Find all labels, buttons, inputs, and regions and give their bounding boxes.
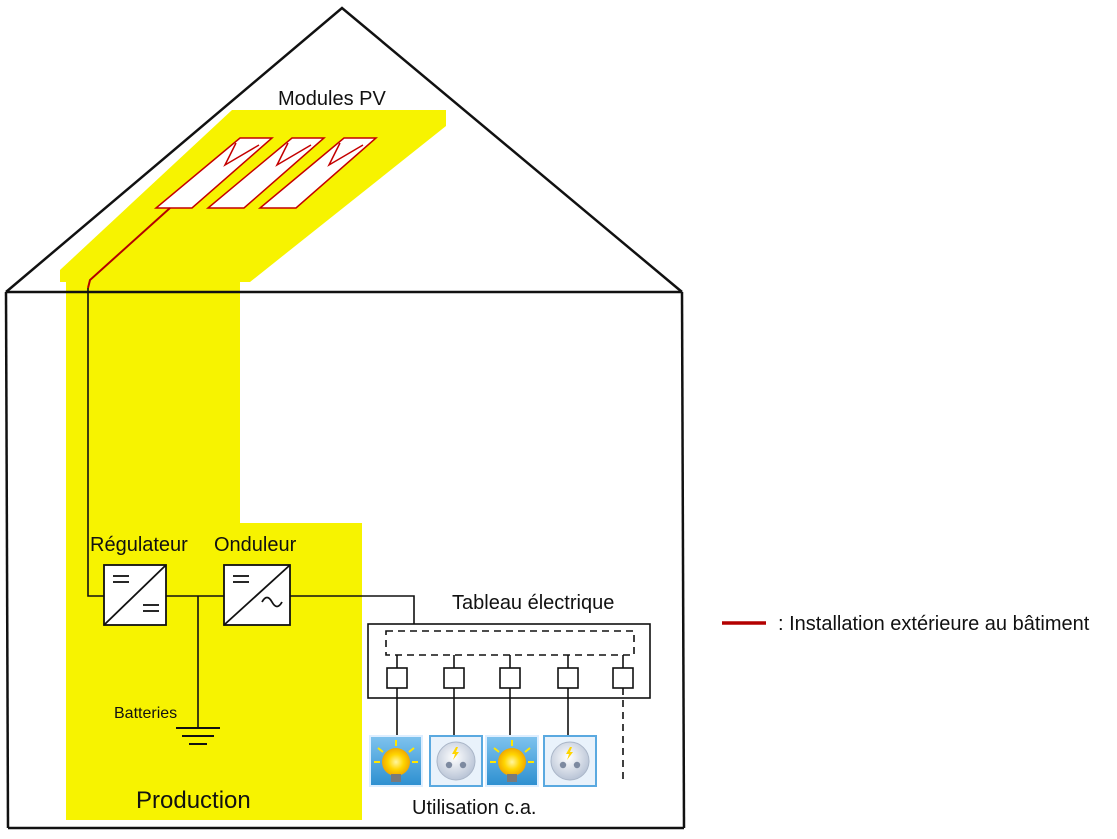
breaker [386, 667, 408, 689]
label-production: Production [136, 787, 251, 814]
pv-module [153, 137, 274, 209]
right-wall [680, 291, 686, 829]
label-regulateur: Régulateur [90, 534, 188, 556]
roof-line [5, 6, 683, 293]
external-wire [87, 207, 171, 289]
tableau-frame [367, 623, 651, 699]
breaker [443, 667, 465, 689]
tableau-bus [385, 630, 635, 656]
breaker [499, 667, 521, 689]
onduleur-box [223, 564, 291, 626]
internal-wiring [87, 288, 415, 728]
label-tableau-electrique: Tableau électrique [452, 592, 614, 614]
breakers [386, 655, 634, 689]
power-socket-icon [543, 735, 597, 787]
pv-modules [153, 137, 378, 209]
legend-text: : Installation extérieure au bâtiment [778, 613, 1090, 635]
breaker [612, 667, 634, 689]
production-column [66, 282, 240, 820]
left-wall [4, 291, 10, 829]
outlet-wires [396, 688, 624, 780]
legend: : Installation extérieure au bâtiment [722, 613, 1090, 635]
lightbulb-icon [369, 735, 423, 787]
lightbulb-icon [485, 735, 539, 787]
label-modules-pv: Modules PV [278, 88, 386, 110]
house-outline [4, 6, 686, 830]
label-batteries: Batteries [114, 705, 177, 722]
pv-module [205, 137, 326, 209]
label-utilisation: Utilisation c.a. [412, 797, 537, 819]
load-icons [369, 735, 597, 787]
breaker [557, 667, 579, 689]
tableau-electrique [367, 623, 651, 780]
battery-ground-symbol [176, 727, 220, 745]
regulateur-box [103, 564, 167, 626]
pv-module [257, 137, 378, 209]
label-onduleur: Onduleur [214, 534, 297, 556]
power-socket-icon [429, 735, 483, 787]
